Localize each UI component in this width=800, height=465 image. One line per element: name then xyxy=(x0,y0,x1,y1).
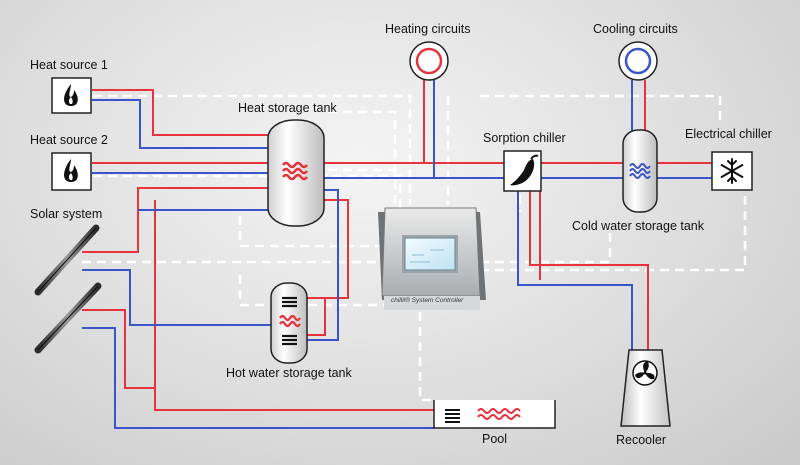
flame-icon xyxy=(64,159,78,182)
fan-icon xyxy=(632,360,658,386)
system-controller xyxy=(378,207,486,310)
controller-brand-label: chillii® System Controller xyxy=(391,297,464,304)
chili-pepper-icon xyxy=(510,159,535,186)
heat-source-2 xyxy=(51,152,92,191)
pool-label: Pool xyxy=(482,432,508,446)
electrical-chiller xyxy=(711,151,753,191)
heat-wave-icon xyxy=(279,314,301,328)
heat-storage-tank-label: Heat storage tank xyxy=(238,101,337,115)
pool xyxy=(433,400,556,429)
hot-water-pipes xyxy=(82,80,712,411)
solar-panel-1 xyxy=(34,224,100,296)
cooling-circuits-label: Cooling circuits xyxy=(593,22,678,36)
cold-water-pipes xyxy=(82,80,712,429)
heat-wave-icon xyxy=(477,408,521,420)
heat-source-1 xyxy=(51,77,92,114)
flame-icon xyxy=(64,84,78,106)
hot-water-storage-tank xyxy=(270,282,308,364)
signal-lines xyxy=(82,94,747,402)
coil-icon xyxy=(445,409,460,423)
heat-source-1-label: Heat source 1 xyxy=(30,58,108,72)
heat-source-2-label: Heat source 2 xyxy=(30,133,108,147)
heat-wave-icon xyxy=(282,161,308,181)
recooler xyxy=(620,349,671,427)
cold-water-storage-tank xyxy=(622,129,658,213)
sorption-chiller xyxy=(503,150,542,192)
sorption-chiller-label: Sorption chiller xyxy=(483,131,566,145)
hot-water-storage-tank-label: Hot water storage tank xyxy=(226,366,352,380)
cooling-circuits xyxy=(618,41,658,81)
coil-icon xyxy=(282,296,297,346)
recooler-label: Recooler xyxy=(616,433,667,447)
electrical-chiller-label: Electrical chiller xyxy=(685,127,772,141)
snowflake-icon xyxy=(720,158,744,184)
solar-system-label: Solar system xyxy=(30,207,103,221)
cool-wave-icon xyxy=(629,163,651,179)
solar-panel-2 xyxy=(34,282,102,354)
cold-water-storage-tank-label: Cold water storage tank xyxy=(572,219,705,233)
heating-circuits-label: Heating circuits xyxy=(385,22,471,36)
heat-storage-tank xyxy=(267,119,325,227)
heating-circuits xyxy=(409,41,449,81)
